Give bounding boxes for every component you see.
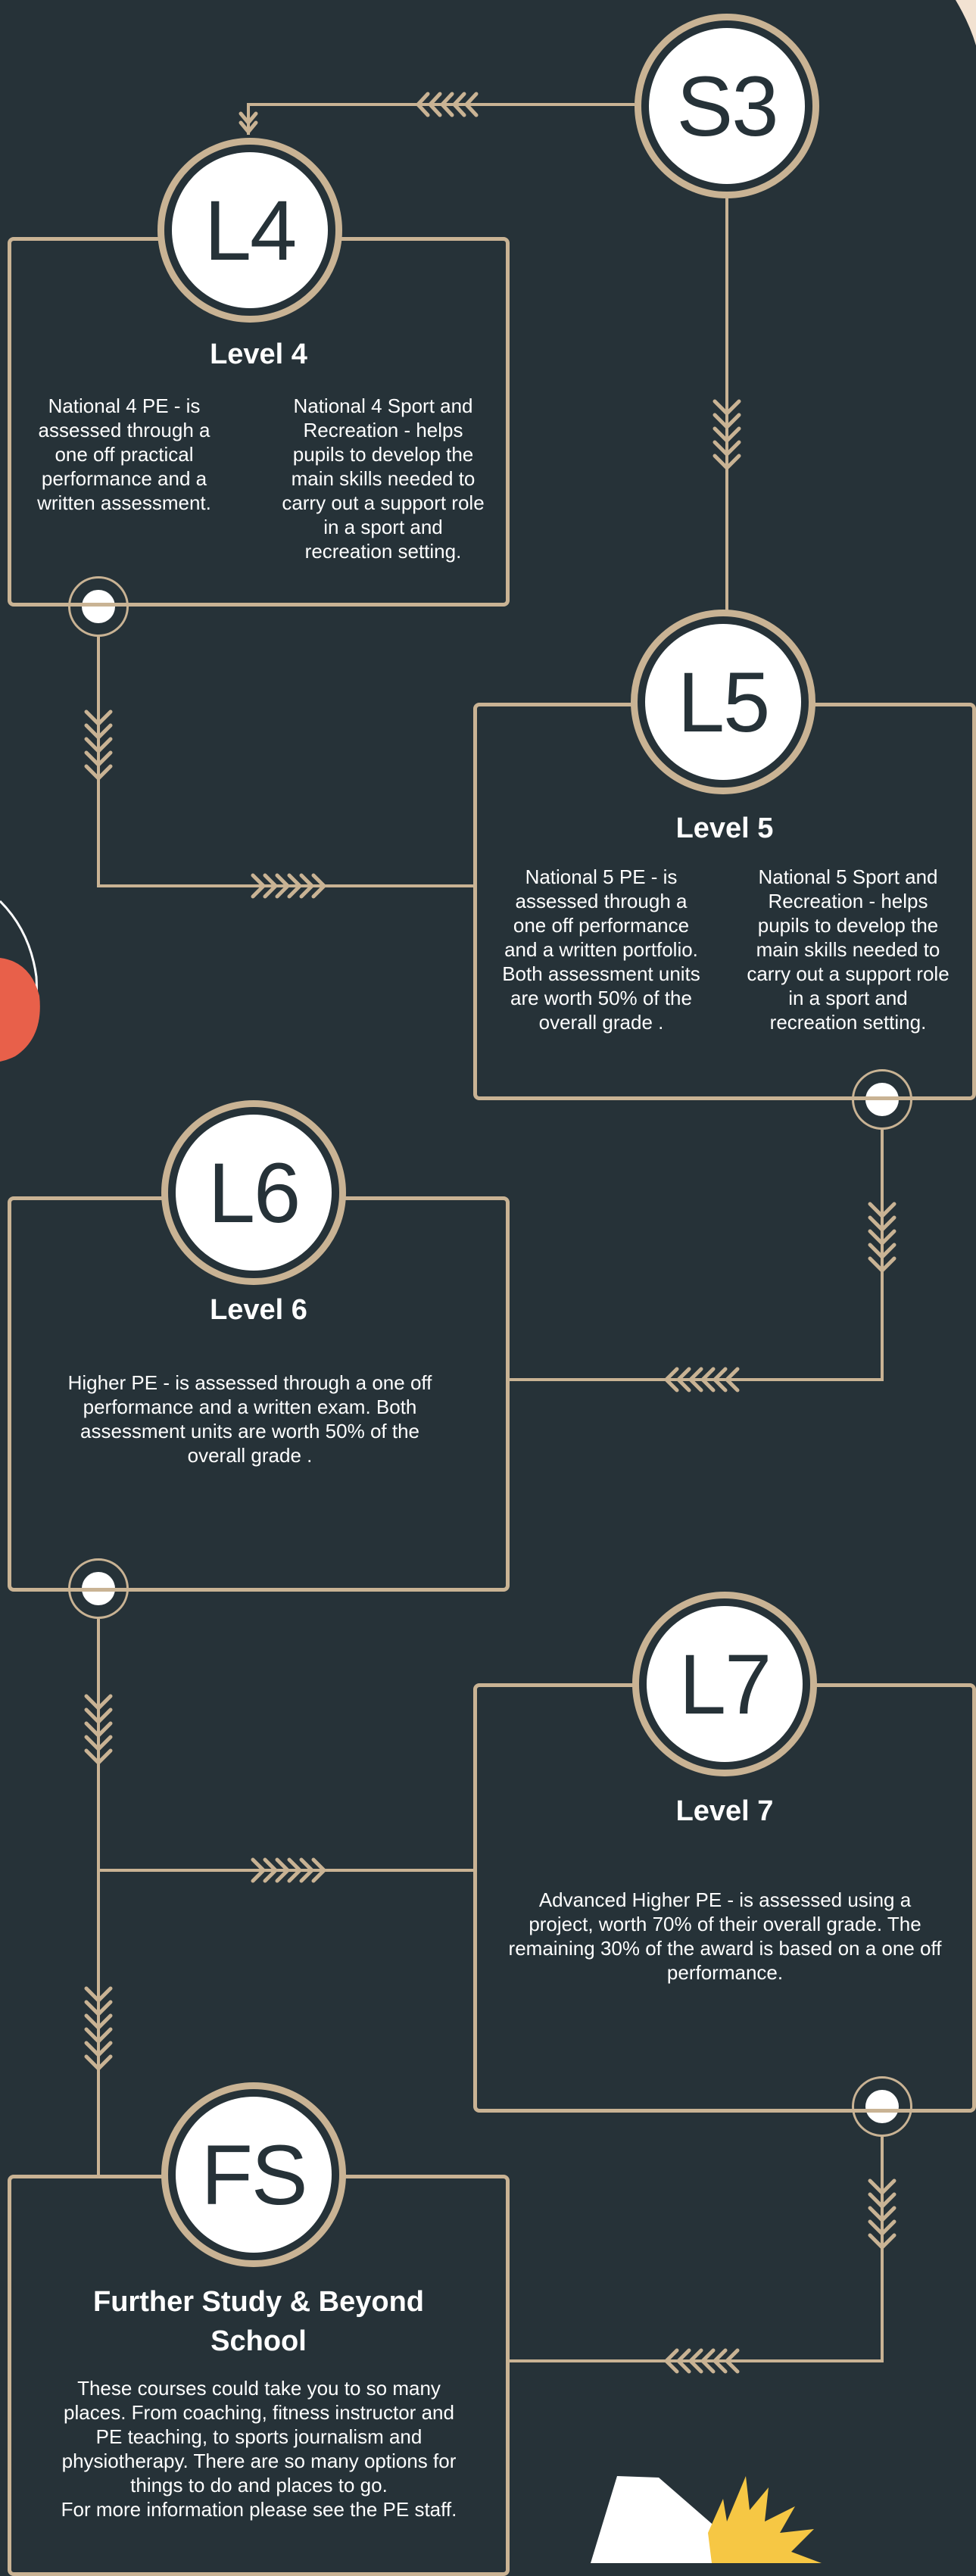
badge-l7: L7 <box>632 1592 817 1776</box>
chevrons-down-l6 <box>84 1694 113 1765</box>
level7-title: Level 7 <box>675 1795 774 1827</box>
chevrons-down-l5 <box>868 1202 896 1273</box>
node-dot-l4 <box>68 576 129 637</box>
decoration-star <box>708 2476 822 2563</box>
badge-s3: S3 <box>635 14 819 198</box>
level5-left-text: National 5 PE - is assessed through a on… <box>502 865 700 1034</box>
further-study-title: Further Study & Beyond School <box>92 2286 425 2357</box>
badge-l4: L4 <box>157 138 342 323</box>
badge-l7-label: L7 <box>647 1606 803 1762</box>
chevrons-down-l4 <box>84 709 113 781</box>
badge-s3-label: S3 <box>649 28 805 184</box>
badge-l4-label: L4 <box>172 152 328 308</box>
chevron-arrows <box>84 92 896 2374</box>
level7-text: Advanced Higher PE - is assessed using a… <box>508 1888 942 1984</box>
badge-fs: FS <box>161 2082 346 2267</box>
chevrons-left-l5-l6 <box>664 1367 740 1392</box>
badge-l6-label: L6 <box>176 1115 332 1271</box>
level5-title: Level 5 <box>675 812 774 844</box>
chevrons-down-l7 <box>868 2178 896 2250</box>
badge-l5-label: L5 <box>645 624 801 780</box>
level4-left-text: National 4 PE - is assessed through a on… <box>37 395 211 514</box>
chevrons-left-l7-fs <box>664 2348 740 2374</box>
chevrons-left-s3 <box>239 92 479 134</box>
connector-l4-l5 <box>97 636 476 887</box>
decoration-top-right-arc <box>956 0 976 45</box>
chevrons-right-l4-l5 <box>251 873 326 899</box>
level6-text: Higher PE - is assessed through a one of… <box>67 1371 432 1467</box>
badge-fs-label: FS <box>176 2097 332 2253</box>
badge-l5: L5 <box>631 610 815 794</box>
level4-right-text: National 4 Sport and Recreation - helps … <box>282 395 485 563</box>
further-study-text-more: For more information please see the PE s… <box>61 2498 457 2521</box>
further-study-text: These courses could take you to so many … <box>61 2377 457 2496</box>
level6-title: Level 6 <box>210 1294 307 1326</box>
chevrons-down-l6-fs <box>84 1986 113 2071</box>
connector-l7-fs <box>509 2135 884 2362</box>
connector-l5-l6 <box>509 1128 884 1381</box>
chevrons-down-s3-l5 <box>713 399 741 470</box>
decoration-left-blob <box>0 900 40 1062</box>
chevrons-right-l6-l7 <box>251 1857 326 1883</box>
badge-l6: L6 <box>161 1100 346 1285</box>
node-dot-l7 <box>852 2076 912 2137</box>
connector-s3-l4 <box>247 103 635 135</box>
level5-right-text: National 5 Sport and Recreation - helps … <box>747 865 949 1034</box>
level4-title: Level 4 <box>210 338 307 370</box>
